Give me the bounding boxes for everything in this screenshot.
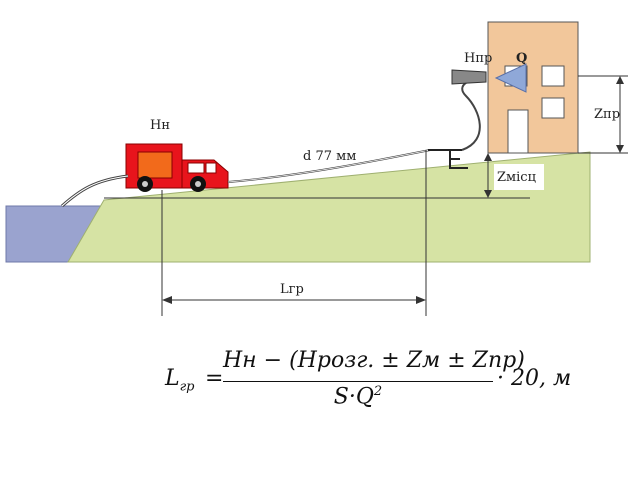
truck-wheel-hub <box>142 181 148 187</box>
formula-tail: · 20, м <box>497 366 572 391</box>
z-local-label-box <box>494 164 544 190</box>
fire-truck <box>125 143 229 192</box>
riser-pipe <box>428 149 468 169</box>
cab-window <box>205 162 217 174</box>
length-formula: Lгр = Hн − (Hрозг. ± Zм ± Zпр) S·Q2 · 20… <box>165 348 585 410</box>
formula-numerator: Hн − (Hрозг. ± Zм ± Zпр) <box>223 348 525 373</box>
formula-equals: = <box>205 366 224 391</box>
flow-label: Q <box>516 51 527 66</box>
ground-slope <box>67 151 591 263</box>
length-label: Lгр <box>280 282 304 297</box>
window <box>541 65 565 87</box>
window <box>541 97 565 119</box>
truck-wheel-hub <box>195 181 201 187</box>
formula-fraction-bar <box>223 381 493 382</box>
z-nozzle-label: Zпр <box>594 107 620 122</box>
nozzle-hose <box>461 77 487 151</box>
formula-denominator: S·Q2 <box>333 384 383 410</box>
pump-head-label: Hн <box>150 118 170 133</box>
cab-window <box>187 162 205 174</box>
z-local-label: Zмісц <box>497 170 536 185</box>
building <box>487 21 579 154</box>
hose-diameter-label: d 77 мм <box>303 149 356 164</box>
door <box>507 109 529 154</box>
water-jet <box>494 63 527 93</box>
nozzle <box>451 69 487 85</box>
truck-box <box>137 151 173 179</box>
nozzle-head-label: Hпр <box>464 51 492 66</box>
formula-lhs: Lгр <box>165 366 195 395</box>
